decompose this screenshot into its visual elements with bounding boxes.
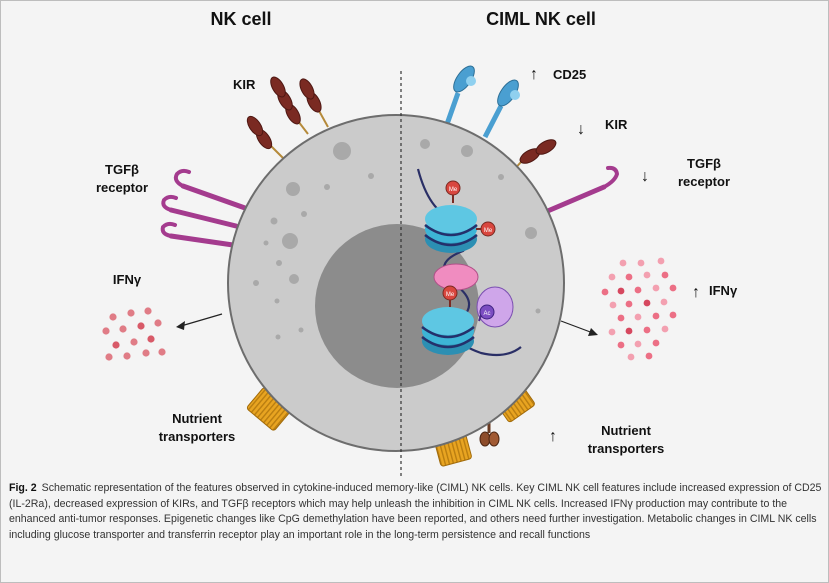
- nk-cell-diagram: NK cell CIML NK cell: [96, 9, 738, 479]
- left-nutrient-label: Nutrient: [172, 411, 223, 426]
- right-title: CIML NK cell: [486, 9, 596, 29]
- ifn-arrow-right: [560, 320, 594, 334]
- methyl-mark-3: Me: [442, 285, 458, 307]
- methyl-label-3: Me: [446, 292, 455, 298]
- methyl-mark-1: Me: [445, 180, 461, 203]
- cd25-receptor-2: [482, 79, 520, 139]
- transferrin-receptor: [479, 423, 500, 447]
- right-transporters-label: transporters: [588, 441, 665, 456]
- purple-enzyme: Ac: [476, 286, 514, 328]
- left-receptor-label: receptor: [96, 180, 148, 195]
- ifn-dots-right: [601, 257, 677, 361]
- kir-receptor-left-1: [246, 115, 284, 159]
- methyl-label-1: Me: [449, 187, 458, 193]
- right-tgfb-label: TGFβ: [687, 156, 721, 171]
- ifn-dots-left: [102, 307, 166, 361]
- cytoplasm-vesicles-right: [420, 139, 541, 314]
- cd25-receptor-1: [443, 65, 476, 128]
- left-title: NK cell: [210, 9, 271, 29]
- tgfb-receptor-left-1: [173, 168, 248, 211]
- tgfb-receptor-left-3: [160, 221, 236, 248]
- left-transporters-label: transporters: [159, 429, 236, 444]
- figure-label: Fig. 2: [9, 482, 37, 494]
- nutrient-arrow-up: ↑: [549, 428, 557, 445]
- cd25-arrow: ↑: [530, 66, 538, 83]
- methyl-mark-2: Me: [476, 221, 496, 237]
- ifn-arrow-left: [180, 313, 223, 327]
- nucleosome-2: [421, 307, 475, 355]
- left-ifn-label: IFNγ: [113, 272, 142, 287]
- right-ifn-label: IFNγ: [709, 283, 738, 298]
- right-kir-label: KIR: [605, 117, 628, 132]
- kir-receptor-left-3: [299, 78, 329, 128]
- pink-enzyme: [433, 263, 479, 291]
- tgfb-receptor-right: [540, 165, 620, 216]
- right-nutrient-label: Nutrient: [601, 423, 652, 438]
- ifn-arrowhead-right: [588, 328, 598, 336]
- figure-caption-text: Schematic representation of the features…: [9, 482, 822, 541]
- left-tgfb-label: TGFβ: [105, 162, 139, 177]
- tgfb-receptor-left-2: [161, 194, 239, 229]
- cytoplasm-vesicles-left: [253, 142, 374, 340]
- kir-receptor-left-2: [270, 76, 309, 135]
- methyl-label-2: Me: [484, 228, 493, 234]
- ifn-arrow-up: ↑: [692, 284, 700, 301]
- tgfb-arrow: ↓: [641, 168, 649, 185]
- cd25-label: CD25: [553, 67, 586, 82]
- left-kir-label: KIR: [233, 77, 256, 92]
- right-receptor-label: receptor: [678, 174, 730, 189]
- ifn-arrowhead-left: [176, 321, 185, 330]
- kir-arrow: ↓: [577, 121, 585, 138]
- acetyl-label: Ac: [483, 311, 490, 317]
- diagram: NK cell CIML NK cell: [1, 1, 828, 479]
- nucleosome-1: [424, 205, 478, 253]
